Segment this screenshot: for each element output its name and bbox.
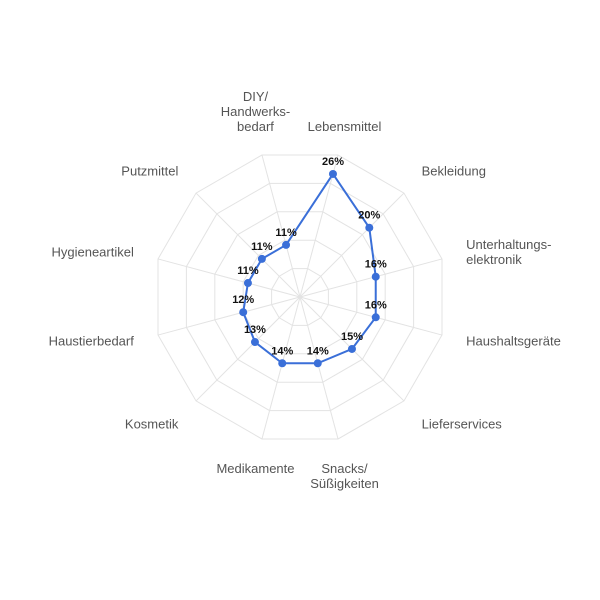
grid-spoke: [299, 296, 443, 336]
data-point: [313, 359, 322, 368]
radar-grid: [157, 154, 443, 440]
data-point: [250, 338, 259, 347]
category-label: Kosmetik: [125, 417, 179, 432]
data-label: 16%: [365, 299, 387, 311]
category-label: Lieferservices: [422, 417, 503, 432]
data-label: 20%: [358, 210, 380, 222]
data-point: [365, 223, 374, 232]
grid-spoke: [195, 296, 301, 402]
data-point: [371, 313, 380, 322]
radar-labels: LebensmittelBekleidungUnterhaltungs-elek…: [49, 89, 561, 491]
grid-spoke: [157, 258, 301, 298]
category-label: Putzmittel: [121, 163, 178, 178]
category-label: Bekleidung: [422, 163, 486, 178]
data-point: [328, 169, 337, 178]
data-point: [243, 279, 252, 288]
data-label: 11%: [251, 241, 273, 253]
category-label: Haushaltsgeräte: [466, 334, 561, 349]
category-label: Haustierbedarf: [49, 334, 135, 349]
data-point: [371, 272, 380, 281]
category-label: Medikamente: [216, 461, 294, 476]
data-point: [257, 254, 266, 263]
data-label: 12%: [232, 294, 254, 306]
data-point: [347, 344, 356, 353]
grid-spoke: [157, 296, 301, 336]
radar-series: 26%20%16%16%15%14%14%13%12%11%11%11%: [232, 156, 387, 368]
grid-spoke: [195, 192, 301, 298]
category-label: Unterhaltungs-elektronik: [466, 237, 551, 267]
data-point: [282, 240, 291, 249]
data-point: [278, 359, 287, 368]
grid-spoke: [299, 154, 339, 298]
category-label: DIY/Handwerks-bedarf: [221, 89, 290, 134]
category-label: Hygieneartikel: [51, 244, 133, 259]
grid-spoke: [299, 192, 405, 298]
grid-spoke: [261, 296, 301, 440]
data-point: [239, 308, 248, 317]
data-label: 13%: [244, 324, 266, 336]
data-label: 15%: [341, 331, 363, 343]
grid-spoke: [261, 154, 301, 298]
data-label: 11%: [237, 265, 259, 277]
data-label: 14%: [271, 345, 293, 357]
data-label: 16%: [365, 259, 387, 271]
data-label: 26%: [322, 156, 344, 168]
data-label: 14%: [307, 345, 329, 357]
grid-spoke: [299, 258, 443, 298]
data-label: 11%: [275, 227, 297, 239]
grid-spoke: [299, 296, 339, 440]
category-label: Snacks/Süßigkeiten: [310, 461, 379, 491]
category-label: Lebensmittel: [308, 119, 382, 134]
